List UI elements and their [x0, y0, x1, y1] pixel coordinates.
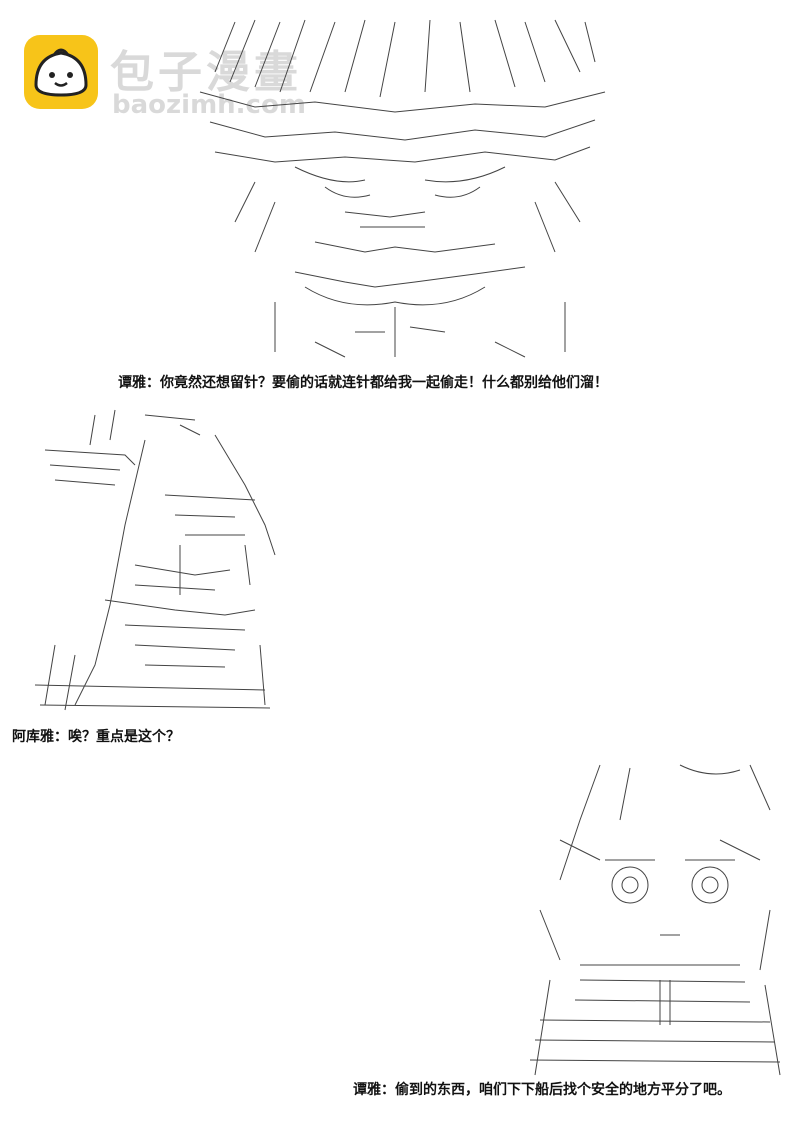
caption-panel-3: 谭雅：偷到的东西，咱们下下船后找个安全的地方平分了吧。 [353, 1082, 731, 1098]
bun-face-icon [24, 35, 98, 109]
ascii-art-tanya-1 [195, 12, 615, 367]
ascii-art-tanya-2 [520, 760, 790, 1078]
ascii-art-aqua [15, 405, 280, 720]
caption-panel-1: 谭雅：你竟然还想留针？要偷的话就连针都给我一起偷走！什么都别给他们溜！ [118, 375, 608, 391]
caption-panel-2: 阿库雅：唉？重点是这个？ [12, 729, 180, 745]
